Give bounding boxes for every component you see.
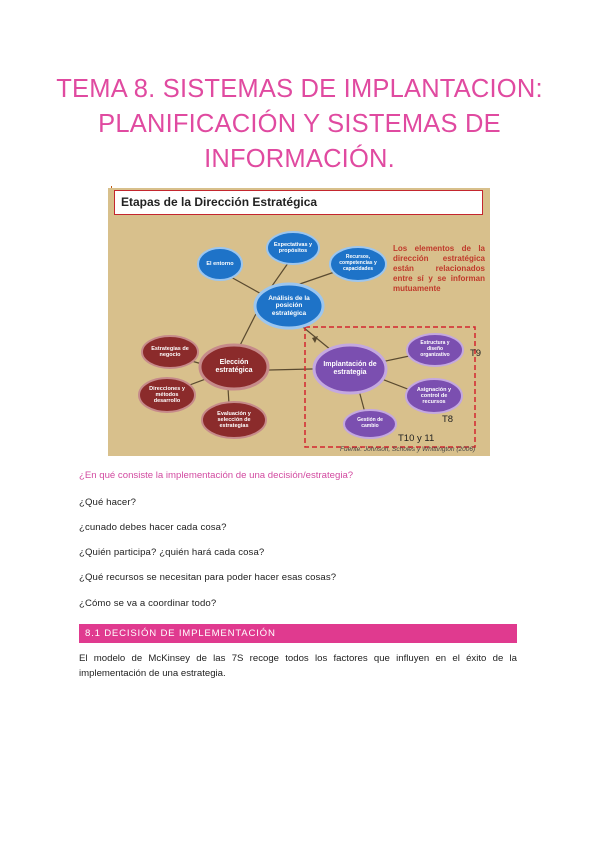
- node-recursos: Recursos, competencias y capacidades: [339, 254, 377, 272]
- question-item: ¿Qué recursos se necesitan para poder ha…: [79, 572, 337, 583]
- node-direcciones: Direcciones y métodos desarrollo: [149, 385, 185, 405]
- tag-t9: T9: [470, 348, 482, 359]
- body-paragraph: El modelo de McKinsey de las 7S recoge t…: [79, 653, 517, 679]
- node-eleccion: Elección estratégica: [215, 358, 253, 374]
- main-question: ¿En qué consiste la implementación de un…: [79, 470, 354, 481]
- question-item: ¿Quién participa? ¿quién hará cada cosa?: [79, 547, 265, 558]
- node-gestion: Gestión de cambio: [357, 417, 383, 429]
- strategy-diagram-image: Etapas de la Dirección Estratégica Expec…: [108, 188, 490, 456]
- node-implantacion: Implantación de estrategia: [323, 360, 377, 376]
- page-title: TEMA 8. SISTEMAS DE IMPLANTACION: PLANIF…: [40, 72, 559, 177]
- diagram-graphics: [138, 231, 476, 448]
- node-entorno: El entorno: [206, 260, 234, 267]
- diagram-source: Fuente: Johnson, Scholes y Whittington (…: [340, 446, 476, 453]
- title-line-3: INFORMACIÓN.: [204, 145, 395, 173]
- node-estrategias-negocio: Estrategias de negocio: [151, 345, 189, 358]
- node-expectativas: Expectativas y propósitos: [273, 241, 313, 254]
- node-estructura: Estructura y diseño organizativo: [420, 340, 450, 358]
- tag-t8: T8: [442, 414, 454, 425]
- diagram-note: Los elementos de la dirección estratégic…: [393, 244, 485, 293]
- node-asignacion: Asignación y control de recursos: [416, 386, 452, 406]
- question-item: ¿cunado debes hacer cada cosa?: [79, 522, 227, 533]
- tag-t10: T10 y 11: [398, 433, 435, 444]
- title-line-1: TEMA 8. SISTEMAS DE IMPLANTACION:: [56, 75, 543, 103]
- node-evaluacion: Evaluación y selección de estrategias: [217, 410, 251, 430]
- section-heading-bar: 8.1 DECISIÓN DE IMPLEMENTACIÓN: [79, 624, 517, 643]
- question-item: ¿Cómo se va a coordinar todo?: [79, 598, 217, 609]
- node-analisis: Análisis de la posición estratégica: [268, 294, 310, 317]
- title-line-2: PLANIFICACIÓN Y SISTEMAS DE: [98, 110, 501, 138]
- diagram-header: Etapas de la Dirección Estratégica: [114, 190, 483, 215]
- section-heading: 8.1 DECISIÓN DE IMPLEMENTACIÓN: [85, 628, 276, 639]
- blue-nodes: [197, 231, 387, 330]
- diagram-header-text: Etapas de la Dirección Estratégica: [121, 195, 318, 209]
- question-item: ¿Qué hacer?: [79, 497, 137, 508]
